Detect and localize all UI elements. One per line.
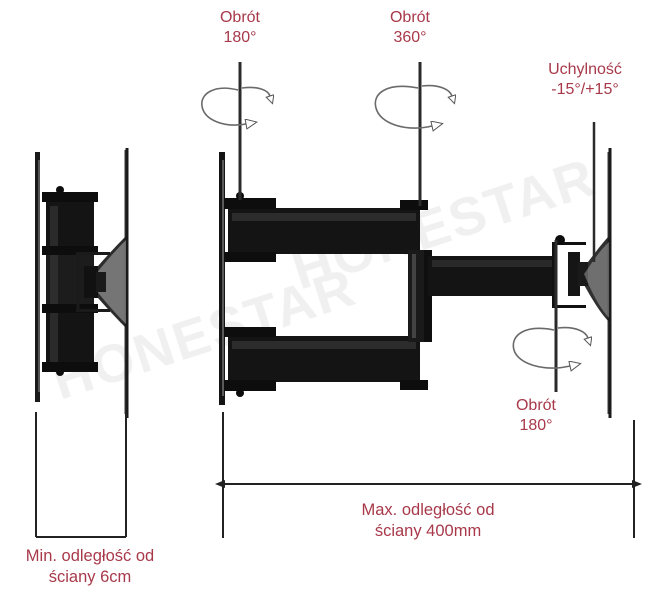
rotation-ellipse-back-right bbox=[557, 326, 588, 338]
rotation-ellipse-front-center bbox=[374, 85, 432, 128]
extension-arm-highlight bbox=[432, 260, 552, 267]
rotation-ellipse-front-right bbox=[512, 327, 570, 368]
right-extended-mount-view bbox=[219, 148, 612, 418]
folded-arm-highlight bbox=[50, 206, 58, 362]
label-rotation-180-right: Obrót 180° bbox=[515, 397, 556, 434]
upper-main-arm-highlight bbox=[232, 213, 416, 221]
rotation-ellipse-back-left bbox=[241, 86, 270, 96]
lower-main-arm-highlight bbox=[232, 341, 416, 349]
tv-back-housing-right bbox=[578, 236, 609, 322]
tv-back-housing-highlight bbox=[90, 240, 126, 324]
pivot-hardware-left bbox=[42, 186, 98, 376]
mid-link-column-highlight bbox=[412, 254, 416, 338]
min-distance-guides bbox=[35, 412, 127, 538]
rotation-indicator-180-left bbox=[201, 62, 270, 200]
wall-plate-right-edge bbox=[222, 160, 224, 396]
wall-plate-left bbox=[35, 152, 40, 402]
left-folded-mount-view bbox=[35, 148, 129, 418]
rotation-ellipse-back-center bbox=[421, 84, 452, 96]
rotation-ellipse-front-left bbox=[201, 87, 246, 125]
label-rotation-360-center: Obrót 360° bbox=[389, 9, 430, 46]
label-min-distance: Min. odległość od ściany 6cm bbox=[25, 547, 155, 586]
max-distance-dimension bbox=[215, 412, 642, 538]
center-pivot-hardware bbox=[400, 200, 428, 390]
wall-plate-left-edge bbox=[38, 160, 40, 392]
rotation-indicator-360-center bbox=[374, 62, 452, 206]
label-tilt-range: Uchylność -15°/+15° bbox=[548, 61, 622, 98]
label-max-distance: Max. odległość od ściany 400mm bbox=[361, 501, 495, 540]
tilt-head-left bbox=[84, 266, 98, 298]
label-rotation-180-left: Obrót 180° bbox=[219, 9, 260, 46]
rotation-indicator-180-right bbox=[512, 240, 588, 392]
tv-back-housing-right-hl bbox=[584, 242, 609, 318]
